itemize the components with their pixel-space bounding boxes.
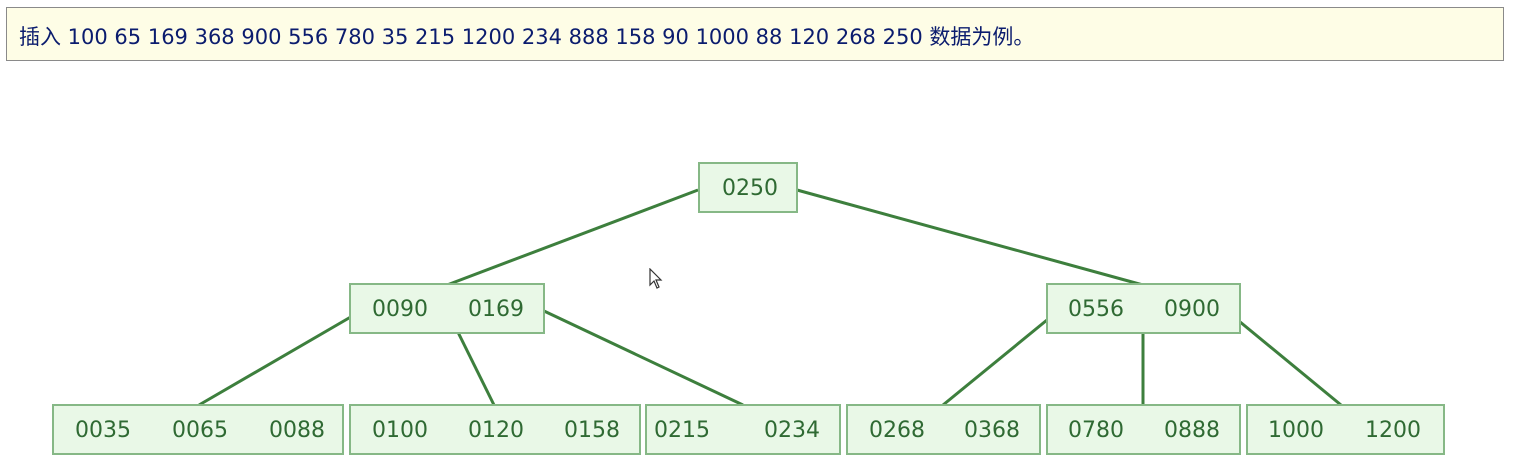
node-key: 0120 [468, 418, 524, 443]
instruction-text: 插入 100 65 169 368 900 556 780 35 215 120… [19, 25, 1035, 49]
node-key: 0100 [372, 418, 428, 443]
node-key: 0250 [722, 176, 778, 201]
node-key: 0234 [764, 418, 820, 443]
internal-node: 0090 0169 [349, 283, 545, 334]
tree-edge [446, 188, 699, 287]
node-key: 0368 [964, 418, 1020, 443]
node-key: 0035 [75, 418, 131, 443]
tree-edge [543, 309, 744, 407]
leaf-node: 0035 0065 0088 [52, 404, 344, 455]
instruction-banner: 插入 100 65 169 368 900 556 780 35 215 120… [6, 7, 1504, 61]
node-key: 0215 [654, 418, 710, 443]
leaf-node: 1000 1200 [1246, 404, 1445, 455]
leaf-node: 0268 0368 [846, 404, 1041, 455]
node-key: 0780 [1068, 418, 1124, 443]
node-key: 0888 [1164, 418, 1220, 443]
node-key: 0090 [372, 297, 428, 322]
tree-edge [1227, 310, 1342, 407]
tree-edge [796, 188, 1144, 287]
leaf-node: 0780 0888 [1046, 404, 1241, 455]
tree-edge [942, 309, 1059, 407]
node-key: 0169 [468, 297, 524, 322]
internal-node: 0556 0900 [1046, 283, 1241, 334]
node-key: 0900 [1164, 297, 1220, 322]
leaf-node: 0100 0120 0158 [349, 404, 641, 455]
node-key: 0065 [172, 418, 228, 443]
leaf-node: 0215 0234 [645, 404, 841, 455]
node-key: 0268 [869, 418, 925, 443]
node-key: 0556 [1068, 297, 1124, 322]
node-key: 0158 [564, 418, 620, 443]
tree-edge [198, 309, 362, 407]
node-key: 1200 [1365, 418, 1421, 443]
root-node: 0250 [698, 162, 798, 213]
node-key: 1000 [1268, 418, 1324, 443]
node-key: 0088 [269, 418, 325, 443]
